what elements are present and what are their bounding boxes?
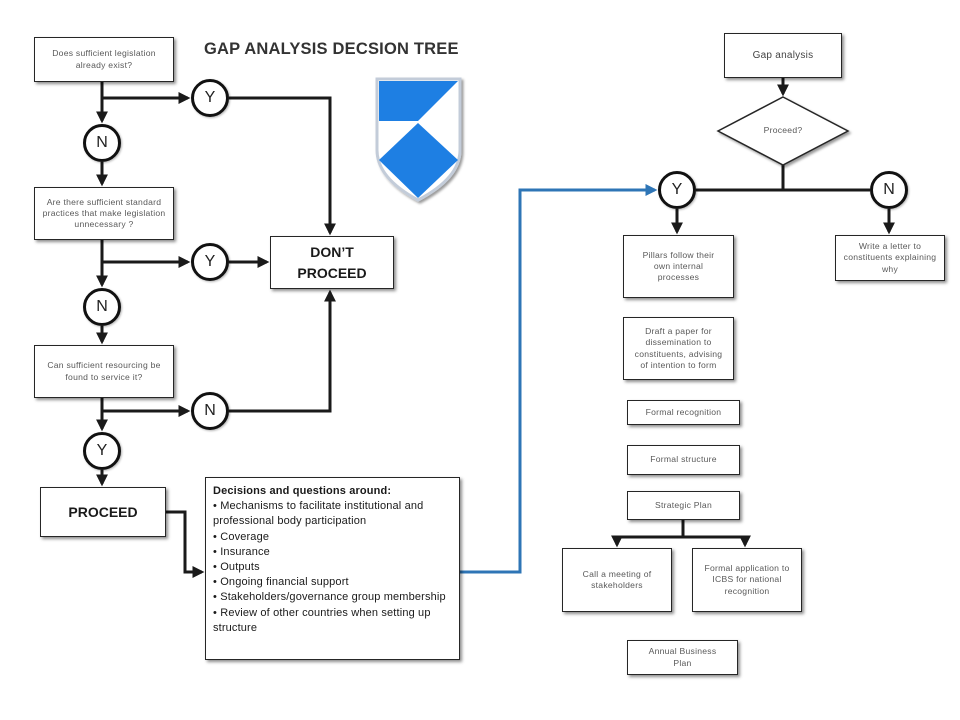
question-1-yes-node: Y	[191, 79, 229, 117]
decisions-item: Mechanisms to facilitate institutional a…	[213, 499, 452, 529]
annual-business-plan-text: Annual Business Plan	[648, 646, 717, 668]
decisions-item-text: Review of other countries when setting u…	[213, 606, 431, 634]
annual-business-plan-box: Annual Business Plan	[627, 640, 738, 675]
shield-logo	[375, 77, 462, 202]
pillars-box: Pillars follow their own internal proces…	[623, 235, 734, 298]
formal-structure-text: Formal structure	[650, 454, 717, 465]
dont-proceed-text: DON’T PROCEED	[297, 243, 367, 281]
question-2-yes-node: Y	[191, 243, 229, 281]
draft-paper-text: Draft a paper for dissemination to const…	[634, 325, 723, 370]
stakeholder-meeting-text: Call a meeting of stakeholders	[582, 568, 652, 590]
formal-structure-box: Formal structure	[627, 445, 740, 475]
proceed-decision-label: Proceed?	[763, 125, 803, 135]
gap-analysis-box: Gap analysis	[724, 33, 842, 78]
decisions-item: Outputs	[213, 560, 452, 575]
decisions-item: Coverage	[213, 530, 452, 545]
formal-recognition-text: Formal recognition	[645, 406, 722, 417]
connector-q1-yes-to-dont-proceed	[229, 96, 336, 236]
question-2-no-node: N	[83, 288, 121, 326]
connector-decisions-to-yes	[460, 184, 658, 574]
pillars-text: Pillars follow their own internal proces…	[642, 249, 715, 283]
shield-top-wedge	[379, 81, 458, 121]
decisions-item-text: Coverage	[220, 530, 270, 543]
decisions-panel: Decisions and questions around: Mechanis…	[205, 477, 460, 660]
proceed-no-node: N	[870, 171, 908, 209]
question-3-text: Can sufficient resourcing be found to se…	[47, 360, 161, 382]
decisions-item: Insurance	[213, 545, 452, 560]
decisions-item-text: Stakeholders/governance group membership	[220, 591, 446, 604]
question-3-yes-node: Y	[83, 432, 121, 470]
diagram-title: GAP ANALYSIS DECSION TREE	[204, 40, 459, 58]
strategic-plan-text: Strategic Plan	[654, 499, 712, 510]
gap-analysis-text: Gap analysis	[752, 49, 814, 61]
decisions-item-text: Outputs	[220, 561, 260, 574]
question-3-box: Can sufficient resourcing be found to se…	[34, 345, 174, 398]
connector-q3-no-to-dont-proceed	[229, 289, 336, 413]
question-1-no-node: N	[83, 124, 121, 162]
proceed-yes-node: Y	[658, 171, 696, 209]
write-letter-box: Write a letter to constituents explainin…	[835, 235, 945, 281]
formal-application-box: Formal application to ICBS for national …	[692, 548, 802, 612]
question-3-no-node: N	[191, 392, 229, 430]
dont-proceed-box: DON’T PROCEED	[270, 236, 394, 289]
question-1-text: Does sufficient legislation already exis…	[52, 48, 156, 70]
question-1-box: Does sufficient legislation already exis…	[34, 37, 174, 82]
stakeholder-meeting-box: Call a meeting of stakeholders	[562, 548, 672, 612]
decisions-item: Stakeholders/governance group membership	[213, 590, 452, 605]
decisions-item-text: Ongoing financial support	[220, 576, 349, 589]
connector-proceed-to-decisions	[166, 510, 205, 578]
decisions-item: Ongoing financial support	[213, 575, 452, 590]
formal-recognition-box: Formal recognition	[627, 400, 740, 425]
shield-diamond	[379, 123, 458, 198]
decisions-item-text: Mechanisms to facilitate institutional a…	[213, 500, 424, 528]
strategic-plan-box: Strategic Plan	[627, 491, 740, 520]
formal-application-text: Formal application to ICBS for national …	[704, 563, 790, 596]
write-letter-text: Write a letter to constituents explainin…	[843, 241, 937, 274]
decisions-heading: Decisions and questions around:	[213, 485, 392, 497]
draft-paper-box: Draft a paper for dissemination to const…	[623, 317, 734, 380]
proceed-text: PROCEED	[68, 503, 138, 520]
decisions-item-text: Insurance	[220, 545, 270, 558]
question-2-box: Are there sufficient standard practices …	[34, 187, 174, 240]
decisions-item: Review of other countries when setting u…	[213, 606, 452, 636]
decisions-list: Mechanisms to facilitate institutional a…	[213, 499, 452, 636]
proceed-box: PROCEED	[40, 487, 166, 537]
proceed-decision-diamond	[716, 96, 850, 166]
question-2-text: Are there sufficient standard practices …	[42, 196, 166, 230]
